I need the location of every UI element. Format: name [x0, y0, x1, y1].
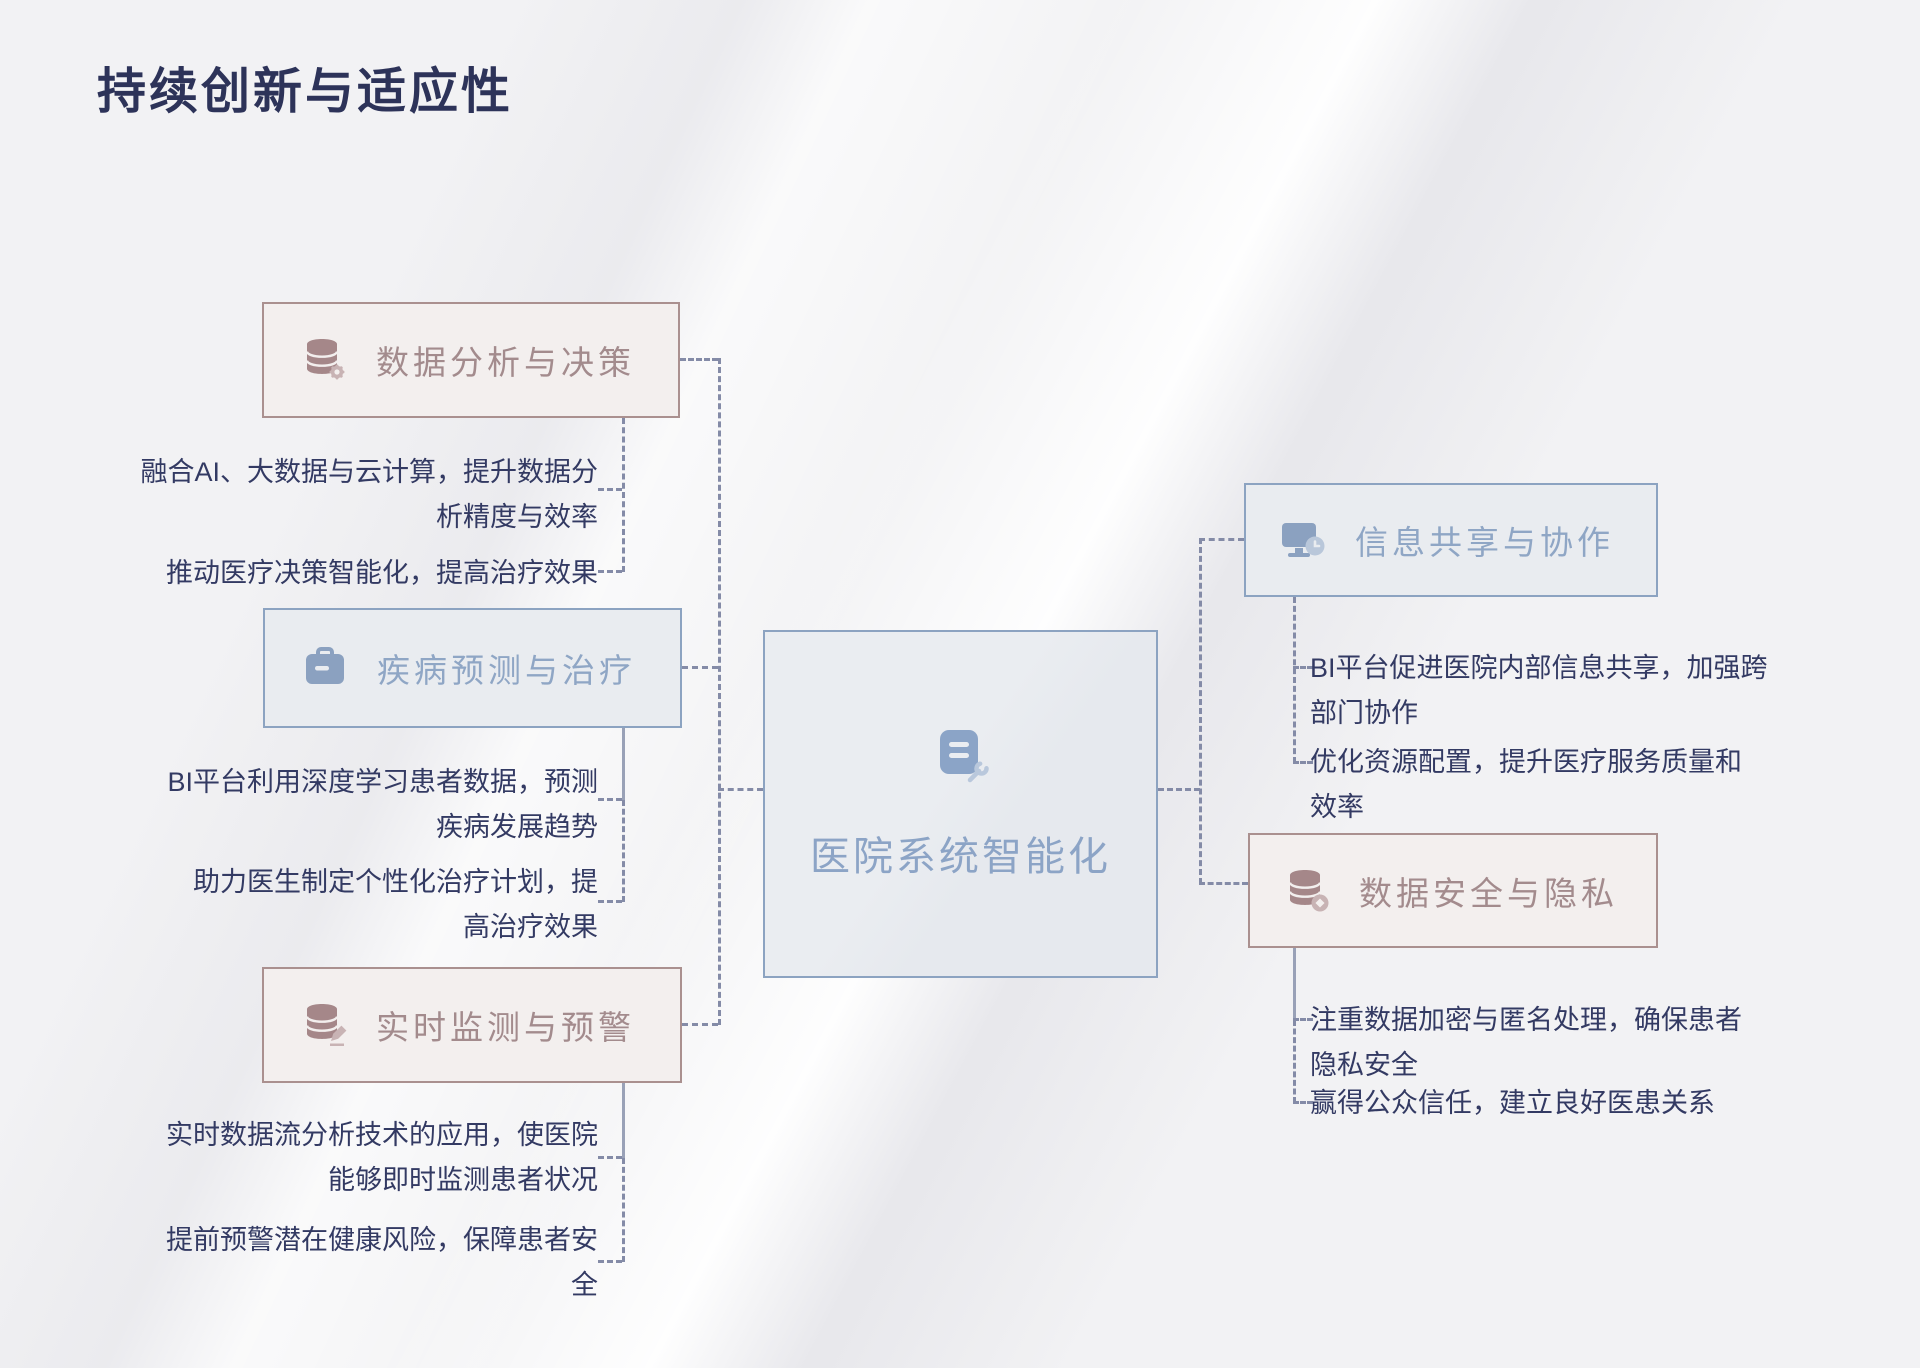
- leaf-item[interactable]: 助力医生制定个性化治疗计划，提高治疗效果: [193, 867, 598, 942]
- connector-stub-data-analysis: [680, 358, 718, 361]
- connector-leafline-info-sharing: [1293, 597, 1296, 763]
- connector-leafstub: [1293, 666, 1313, 669]
- connector-leafline-data-analysis: [622, 418, 625, 572]
- database-coin-icon: [1288, 869, 1329, 911]
- branch-label: 疾病预测与治疗: [377, 652, 636, 689]
- leaf-item[interactable]: 优化资源配置，提升医疗服务质量和效率: [1310, 747, 1742, 822]
- branch-box-disease-prediction[interactable]: 疾病预测与治疗: [263, 608, 682, 728]
- connector-leafstub: [598, 570, 622, 573]
- leaf-item[interactable]: 推动医疗决策智能化，提高治疗效果: [166, 558, 598, 588]
- branch-label: 数据分析与决策: [376, 344, 635, 381]
- leaf-item[interactable]: BI平台促进医院内部信息共享，加强跨部门协作: [1310, 653, 1768, 728]
- connector-leafline-data-security: [1293, 948, 1296, 1020]
- connector-stub-info-sharing: [1199, 538, 1244, 541]
- connector-stub-data-security: [1199, 882, 1248, 885]
- connector-leafline-realtime-monitoring: [622, 1158, 625, 1262]
- branch-label: 信息共享与协作: [1355, 524, 1614, 561]
- connector-stub-center-right: [1158, 788, 1200, 791]
- branch-box-data-analysis[interactable]: 数据分析与决策: [262, 302, 680, 418]
- connector-stub-center-left: [718, 788, 763, 791]
- branch-box-realtime-monitoring[interactable]: 实时监测与预警: [262, 967, 682, 1083]
- leaf-item[interactable]: 赢得公众信任，建立良好医患关系: [1310, 1088, 1715, 1118]
- connector-right-spine: [1199, 538, 1202, 884]
- branch-label: 数据安全与隐私: [1359, 874, 1618, 912]
- briefcase-icon: [306, 647, 344, 684]
- connector-leafstub: [598, 488, 622, 491]
- connector-leafstub: [1293, 1101, 1313, 1104]
- leaf-item[interactable]: 实时数据流分析技术的应用，使医院能够即时监测患者状况: [166, 1120, 598, 1195]
- connector-leafline-realtime-monitoring: [622, 1083, 625, 1158]
- leaf-item[interactable]: 融合AI、大数据与云计算，提升数据分析精度与效率: [140, 457, 598, 532]
- leaf-item[interactable]: BI平台利用深度学习患者数据，预测疾病发展趋势: [167, 767, 598, 842]
- connector-left-spine: [718, 358, 721, 1025]
- branch-label: 实时监测与预警: [376, 1009, 635, 1046]
- connector-leafline-disease-prediction: [622, 728, 625, 800]
- connector-stub-disease-prediction: [682, 666, 718, 669]
- branch-box-data-security[interactable]: 数据安全与隐私: [1248, 833, 1658, 948]
- central-node[interactable]: 医院系统智能化: [763, 630, 1158, 978]
- connector-leafline-data-security: [1293, 1020, 1296, 1103]
- database-gear-icon: [305, 339, 345, 380]
- leaf-item[interactable]: 提前预警潜在健康风险，保障患者安全: [166, 1225, 598, 1300]
- document-wrench-icon: [939, 730, 989, 783]
- monitor-clock-icon: [1282, 523, 1325, 557]
- connector-leafstub: [598, 1156, 622, 1159]
- connector-leafstub: [1293, 761, 1313, 764]
- connector-leafstub: [598, 798, 622, 801]
- database-edit-icon: [305, 1004, 347, 1046]
- connector-leafline-disease-prediction: [622, 800, 625, 902]
- leaf-item[interactable]: 注重数据加密与匿名处理，确保患者隐私安全: [1310, 1005, 1742, 1080]
- branch-box-info-sharing[interactable]: 信息共享与协作: [1244, 483, 1658, 597]
- connector-leafstub: [1293, 1018, 1313, 1021]
- central-node-label: 医院系统智能化: [810, 835, 1111, 879]
- connector-leafstub: [598, 900, 622, 903]
- connector-leafstub: [598, 1260, 622, 1263]
- connector-stub-realtime-monitoring: [682, 1023, 718, 1026]
- page-title: 持续创新与适应性: [97, 65, 514, 119]
